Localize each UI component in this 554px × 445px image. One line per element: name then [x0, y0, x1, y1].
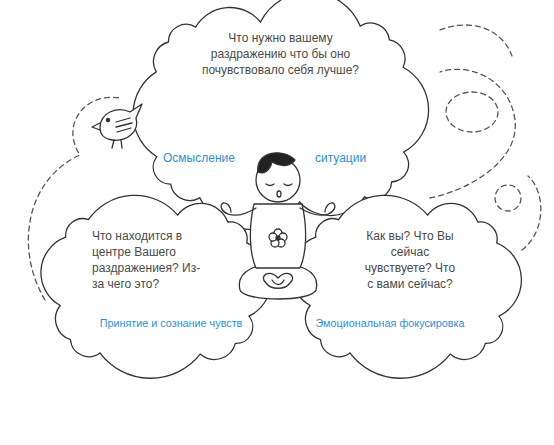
cloud-shape [291, 195, 521, 378]
question-text: Как вы? Что Вы сейчас чувствуете? Что с … [364, 228, 456, 292]
stage-label: Принятие и сознание чувств [99, 316, 244, 331]
thought-cloud: Как вы? Что Вы сейчас чувствуете? Что с … [286, 191, 524, 379]
stage-label: ситуации [315, 150, 385, 166]
meditating-figure [221, 153, 335, 299]
bird [92, 104, 142, 148]
stage-label: Осмысление [163, 150, 248, 166]
thought-cloud: Что находится в центре Вашего раздражени… [36, 191, 274, 379]
cloud-shape [41, 195, 271, 378]
stage-label: Эмоциональная фокусировка [315, 316, 466, 331]
question-text: Что находится в центре Вашего раздражени… [92, 228, 210, 292]
question-text: Что нужно вашему раздражению что бы оно … [198, 30, 363, 78]
